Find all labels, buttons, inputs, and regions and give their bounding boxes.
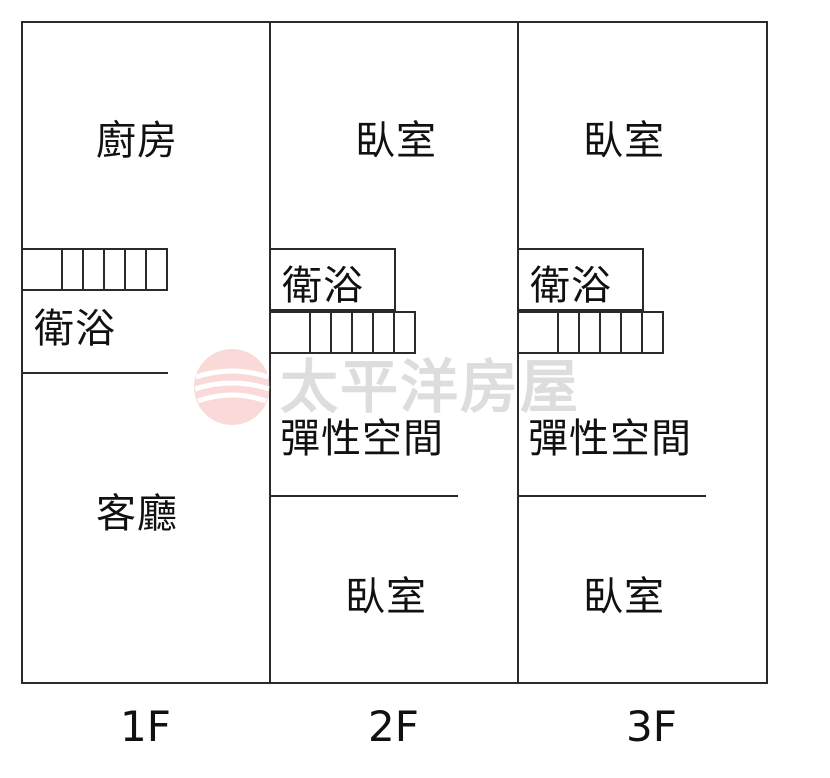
- staircase-2f: [271, 311, 416, 354]
- bath-box-2f: [271, 248, 396, 311]
- room-bedroom-top-2f: 臥室: [355, 118, 437, 164]
- floor-label-3f: 3F: [626, 702, 677, 751]
- staircase-3f: [519, 311, 664, 354]
- wall-3f: [519, 495, 706, 497]
- room-flex-3f: 彈性空間: [528, 416, 692, 462]
- room-kitchen: 廚房: [96, 118, 178, 164]
- room-bath-2f: 衛浴: [282, 263, 364, 309]
- room-living: 客廳: [96, 491, 178, 537]
- staircase-1f: [23, 248, 168, 291]
- wall-2f: [271, 495, 458, 497]
- floor-3f-panel: [517, 21, 768, 684]
- room-bath-1f: 衛浴: [34, 306, 116, 352]
- wall-1f: [23, 372, 168, 374]
- room-bedroom-bottom-2f: 臥室: [345, 574, 427, 620]
- watermark-logo-icon: [194, 349, 270, 425]
- watermark: 太平洋房屋: [192, 347, 580, 427]
- bath-box-3f: [519, 248, 644, 311]
- floor-label-2f: 2F: [368, 702, 419, 751]
- floor-label-1f: 1F: [120, 702, 171, 751]
- room-bath-3f: 衛浴: [530, 263, 612, 309]
- room-bedroom-bottom-3f: 臥室: [583, 574, 665, 620]
- room-bedroom-top-3f: 臥室: [583, 118, 665, 164]
- watermark-text: 太平洋房屋: [280, 353, 581, 421]
- room-flex-2f: 彈性空間: [280, 416, 444, 462]
